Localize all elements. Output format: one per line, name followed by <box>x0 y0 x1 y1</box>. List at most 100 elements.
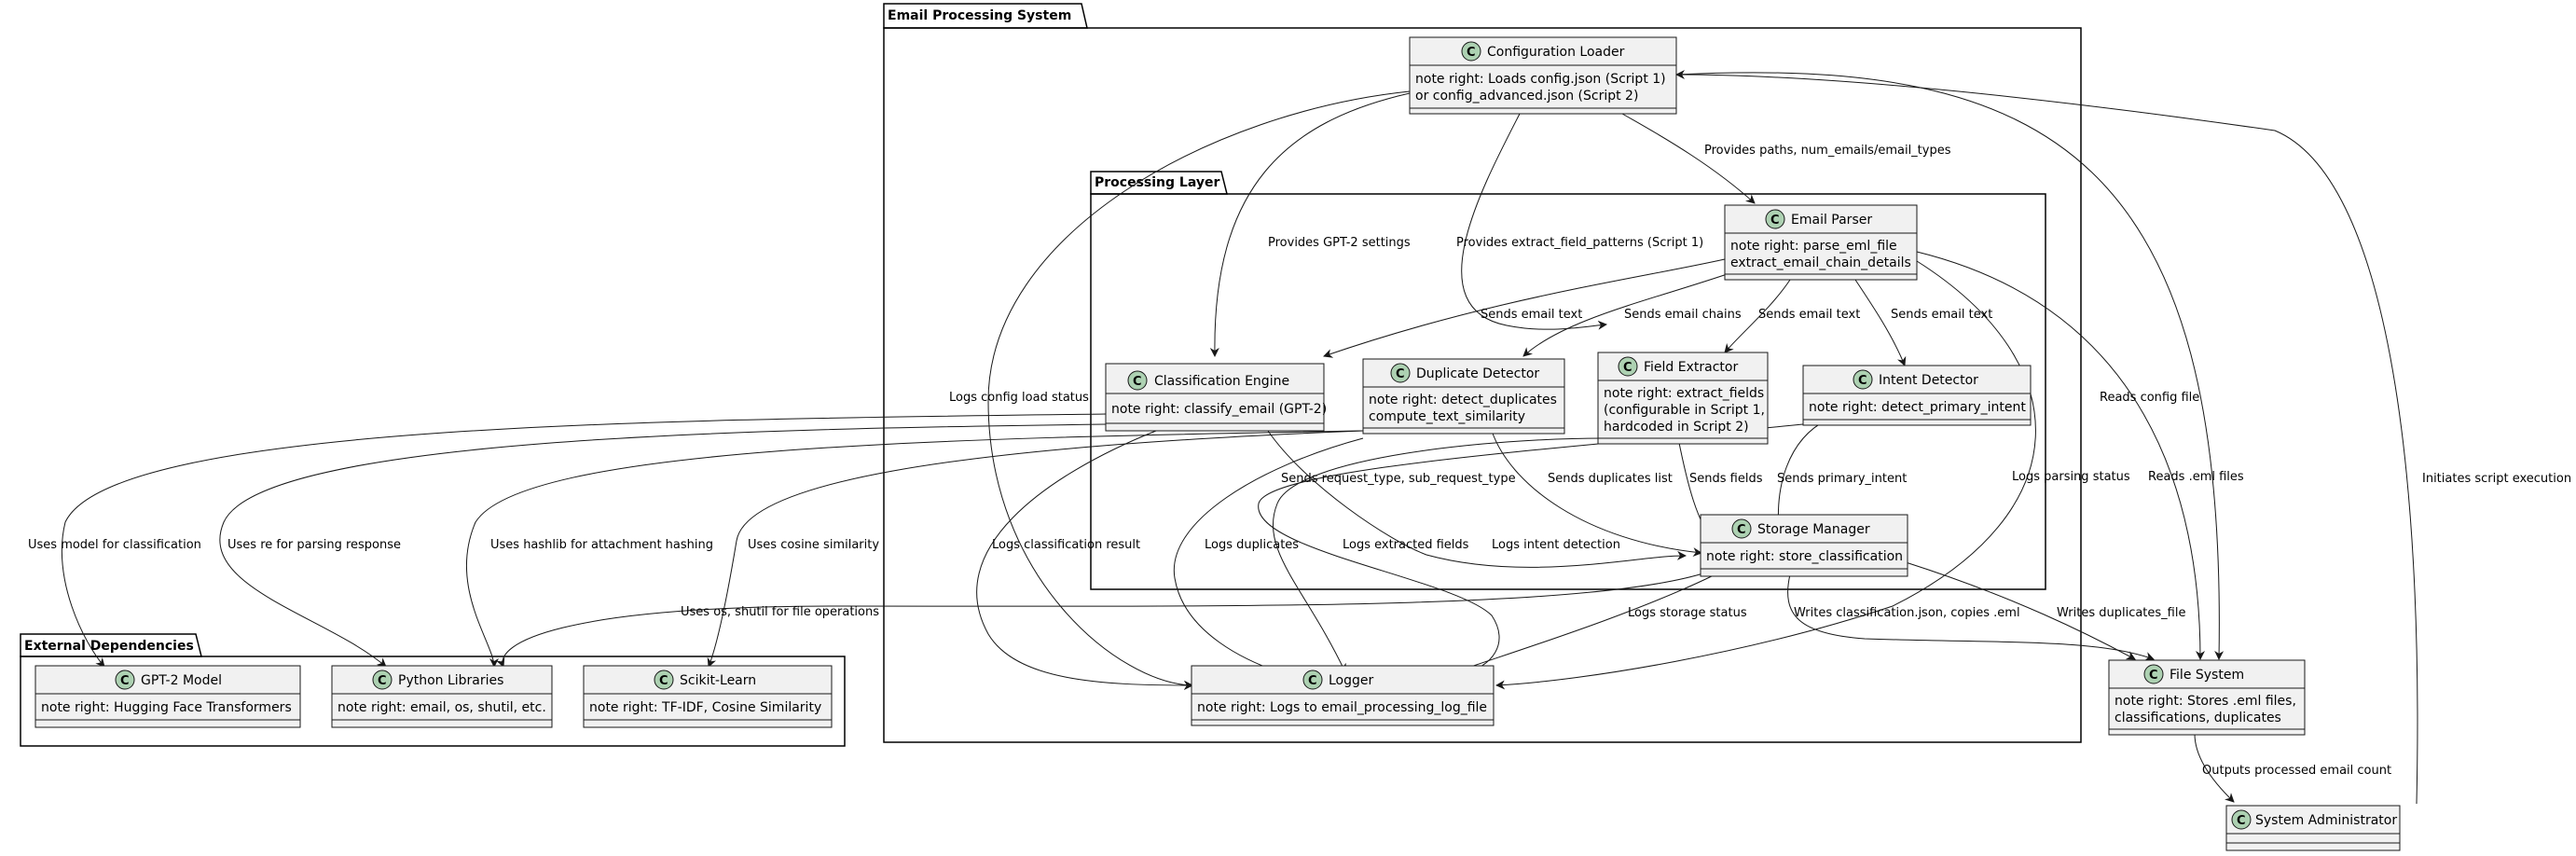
svg-text:C: C <box>1396 367 1405 381</box>
edge-e27 <box>1905 561 2136 660</box>
edge-e2 <box>1209 92 1411 357</box>
edge-e16 <box>465 430 1364 668</box>
class-gpt2-model: C GPT-2 Model note right: Hugging Face T… <box>34 665 301 728</box>
class-name: Configuration Loader <box>1487 45 1625 60</box>
svg-text:C: C <box>378 674 387 688</box>
class-field: note right: TF-IDF, Cosine Similarity <box>589 700 821 715</box>
class-icon <box>654 670 674 690</box>
class-name: Scikit-Learn <box>680 673 756 688</box>
class-field: note right: email, os, shutil, etc. <box>337 700 546 715</box>
edge-label: Sends duplicates list <box>1548 472 1673 486</box>
class-icon <box>1127 370 1148 391</box>
class-field: note right: Hugging Face Transformers <box>41 700 292 715</box>
class-name: Classification Engine <box>1154 374 1289 389</box>
package-external-dependencies: External Dependencies <box>20 633 846 747</box>
edge-label: Logs config load status <box>949 391 1089 405</box>
class-icon <box>1618 356 1638 377</box>
edge-label: Sends email chains <box>1624 308 1742 322</box>
edge-label: Uses os, shutil for file operations <box>681 605 879 619</box>
class-configuration-loader: C Configuration Loader note right: Loads… <box>1409 36 1677 115</box>
edge-labels: Provides paths, num_emails/email_types P… <box>28 144 2571 778</box>
package-email-processing-system: Email Processing System <box>883 3 2082 743</box>
class-name: System Administrator <box>2255 813 2397 828</box>
svg-text:C: C <box>1308 674 1317 688</box>
edge-label: Writes classification.json, copies .eml <box>1794 606 2020 620</box>
edge-e12 <box>61 413 1107 668</box>
edge-e28 <box>2194 733 2235 803</box>
edge-label: Logs classification result <box>992 538 1140 552</box>
edge-e24 <box>496 572 1707 668</box>
edge-e26 <box>1787 573 2155 661</box>
class-field: compute_text_similarity <box>1369 409 1525 424</box>
edge-e25 <box>1453 573 1716 674</box>
class-classification-engine: C Classification Engine note right: clas… <box>1105 363 1327 432</box>
package-label: Processing Layer <box>1095 175 1219 190</box>
edge-label: Sends email text <box>1891 308 1992 322</box>
class-logger: C Logger note right: Logs to email_proce… <box>1191 665 1495 726</box>
class-icon <box>1302 670 1323 690</box>
edge-label: Logs storage status <box>1628 606 1747 620</box>
class-file-system: C File System note right: Stores .eml fi… <box>2108 659 2306 736</box>
edge-label: Reads config file <box>2100 391 2199 405</box>
class-field: note right: Loads config.json (Script 1) <box>1415 72 1666 87</box>
class-name: File System <box>2170 668 2244 683</box>
svg-text:C: C <box>659 674 668 688</box>
edge-e7 <box>1522 268 1744 357</box>
package-label: External Dependencies <box>24 639 194 654</box>
edge-label: Logs extracted fields <box>1343 538 1469 552</box>
edge-e22 <box>1258 421 1830 676</box>
class-python-libraries: C Python Libraries note right: email, os… <box>331 665 553 728</box>
edge-label: Logs parsing status <box>2012 470 2130 484</box>
edge-label: Logs intent detection <box>1492 538 1620 552</box>
edge-e6 <box>1323 258 1726 358</box>
class-name: Logger <box>1329 673 1374 688</box>
class-field: note right: Logs to email_processing_log… <box>1197 700 1487 715</box>
class-icon <box>1765 209 1785 229</box>
class-name: Storage Manager <box>1757 522 1870 537</box>
svg-text:C: C <box>2149 669 2158 683</box>
svg-text:C: C <box>1623 361 1632 375</box>
edge-label: Sends fields <box>1689 472 1763 486</box>
class-field: extract_email_chain_details <box>1730 255 1911 270</box>
svg-text:C: C <box>2237 814 2246 828</box>
edge-e20 <box>1273 437 1605 673</box>
edge-e19 <box>1491 430 1702 558</box>
class-icon <box>1461 41 1481 62</box>
class-name: Python Libraries <box>398 673 503 688</box>
class-icon <box>372 670 393 690</box>
class-field: note right: parse_eml_file <box>1730 239 1897 254</box>
class-name: GPT-2 Model <box>141 673 222 688</box>
class-field: classifications, duplicates <box>2115 711 2281 725</box>
class-email-parser: C Email Parser note right: parse_eml_fil… <box>1724 204 1918 281</box>
edge-label: Uses re for parsing response <box>227 538 401 552</box>
class-intent-detector: C Intent Detector note right: detect_pri… <box>1802 365 2032 426</box>
edge-label: Uses model for classification <box>28 538 201 552</box>
class-field: or config_advanced.json (Script 2) <box>1415 89 1638 104</box>
class-field: note right: detect_primary_intent <box>1809 400 2026 415</box>
class-field: note right: extract_fields <box>1604 386 1764 401</box>
edge-e15 <box>1267 430 1687 568</box>
edge-e8 <box>1724 279 1791 353</box>
edge-e11 <box>1916 251 2205 660</box>
edge-label: Sends primary_intent <box>1777 472 1907 486</box>
class-scikit-learn: C Scikit-Learn note right: TF-IDF, Cosin… <box>583 665 833 728</box>
edge-label: Reads .eml files <box>2148 470 2244 484</box>
svg-text:C: C <box>1858 374 1867 388</box>
edge-e4 <box>987 90 1411 690</box>
edge-e29 <box>1675 70 2418 805</box>
class-icon <box>2143 664 2164 684</box>
package-label: Email Processing System <box>888 8 1071 23</box>
package-processing-layer: Processing Layer <box>1090 171 2046 590</box>
edge-e1 <box>1621 113 1756 204</box>
edge-e9 <box>1854 279 1907 366</box>
edge-label: Provides GPT-2 settings <box>1268 236 1411 250</box>
svg-text:C: C <box>1467 46 1476 60</box>
class-name: Duplicate Detector <box>1416 366 1539 381</box>
class-name: Email Parser <box>1791 213 1872 228</box>
class-icon <box>1731 518 1752 539</box>
class-name: Field Extractor <box>1644 360 1738 375</box>
edge-e13 <box>219 423 1107 668</box>
edge-label: Provides extract_field_patterns (Script … <box>1456 236 1703 250</box>
class-field: note right: Stores .eml files, <box>2115 694 2296 709</box>
edge-e5 <box>1675 72 2225 660</box>
